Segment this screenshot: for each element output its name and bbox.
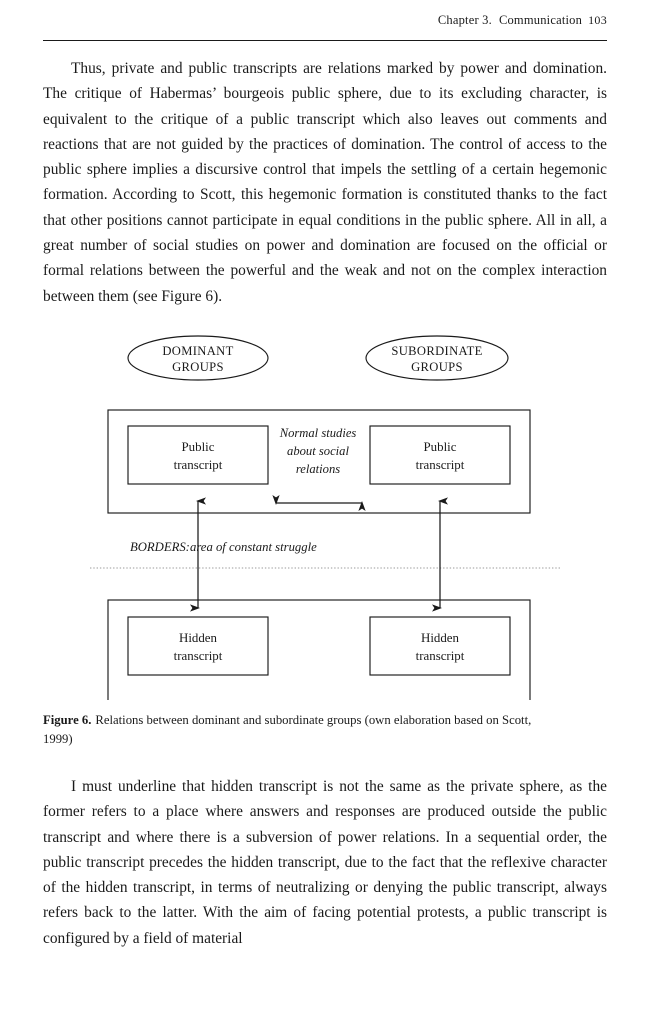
running-head-chapter: Chapter 3. — [437, 13, 492, 27]
note-normal-studies-line2: about social — [287, 444, 349, 458]
ellipse-subordinate-line1: SUBORDINATE — [391, 344, 482, 358]
ellipse-subordinate-groups: SUBORDINATE GROUPS — [365, 335, 509, 381]
paragraph-block-top: Thus, private and public transcripts are… — [43, 56, 607, 309]
body-paragraph-1: Thus, private and public transcripts are… — [43, 60, 607, 305]
running-head: Chapter 3. Communication 103 — [438, 13, 607, 28]
ellipse-subordinate-line2: GROUPS — [411, 360, 463, 374]
ellipse-subordinate-shape — [365, 335, 509, 381]
paragraph-block-bottom: I must underline that hidden transcript … — [43, 774, 607, 951]
borders-text: area of constant struggle — [190, 540, 317, 554]
header-rule — [43, 40, 607, 41]
hidden-sphere-container — [107, 599, 531, 700]
box-public-transcript-left: Public transcript — [127, 425, 269, 485]
figure-caption-text: Relations between dominant and subordina… — [43, 713, 532, 746]
page-number: 103 — [588, 13, 607, 27]
ellipse-dominant-shape — [127, 335, 269, 381]
box-hidden-transcript-right: Hidden transcript — [369, 616, 511, 676]
box-hidden-transcript-right-shape — [369, 616, 511, 676]
box-hidden-transcript-right-line2: transcript — [416, 649, 465, 663]
figure-caption-label: Figure 6. — [43, 713, 92, 727]
borders-label: BORDERS: — [130, 540, 190, 554]
box-hidden-transcript-right-line1: Hidden — [421, 631, 460, 645]
box-public-transcript-left-shape — [127, 425, 269, 485]
figure-caption: Figure 6.Relations between dominant and … — [43, 711, 563, 748]
public-sphere-container — [107, 409, 531, 514]
box-hidden-transcript-left-line1: Hidden — [179, 631, 218, 645]
box-public-transcript-left-line1: Public — [182, 440, 215, 454]
ellipse-dominant-line2: GROUPS — [172, 360, 224, 374]
box-public-transcript-left-line2: transcript — [174, 458, 223, 472]
box-public-transcript-right-line1: Public — [424, 440, 457, 454]
box-hidden-transcript-left-shape — [127, 616, 269, 676]
note-normal-studies: Normal studies about social relations — [279, 426, 357, 476]
box-hidden-transcript-left-line2: transcript — [174, 649, 223, 663]
box-public-transcript-right: Public transcript — [369, 425, 511, 485]
ellipse-dominant-line1: DOMINANT — [162, 344, 233, 358]
figure-6-diagram: DOMINANT GROUPS SUBORDINATE GROUPS Publi… — [0, 315, 650, 700]
running-head-title: Communication — [498, 13, 583, 27]
ellipse-dominant-groups: DOMINANT GROUPS — [127, 335, 269, 381]
body-paragraph-2: I must underline that hidden transcript … — [43, 778, 607, 947]
note-normal-studies-line3: relations — [296, 462, 340, 476]
box-public-transcript-right-line2: transcript — [416, 458, 465, 472]
box-hidden-transcript-left: Hidden transcript — [127, 616, 269, 676]
box-public-transcript-right-shape — [369, 425, 511, 485]
borders-label-group: BORDERS: area of constant struggle — [130, 540, 317, 554]
note-normal-studies-line1: Normal studies — [279, 426, 357, 440]
